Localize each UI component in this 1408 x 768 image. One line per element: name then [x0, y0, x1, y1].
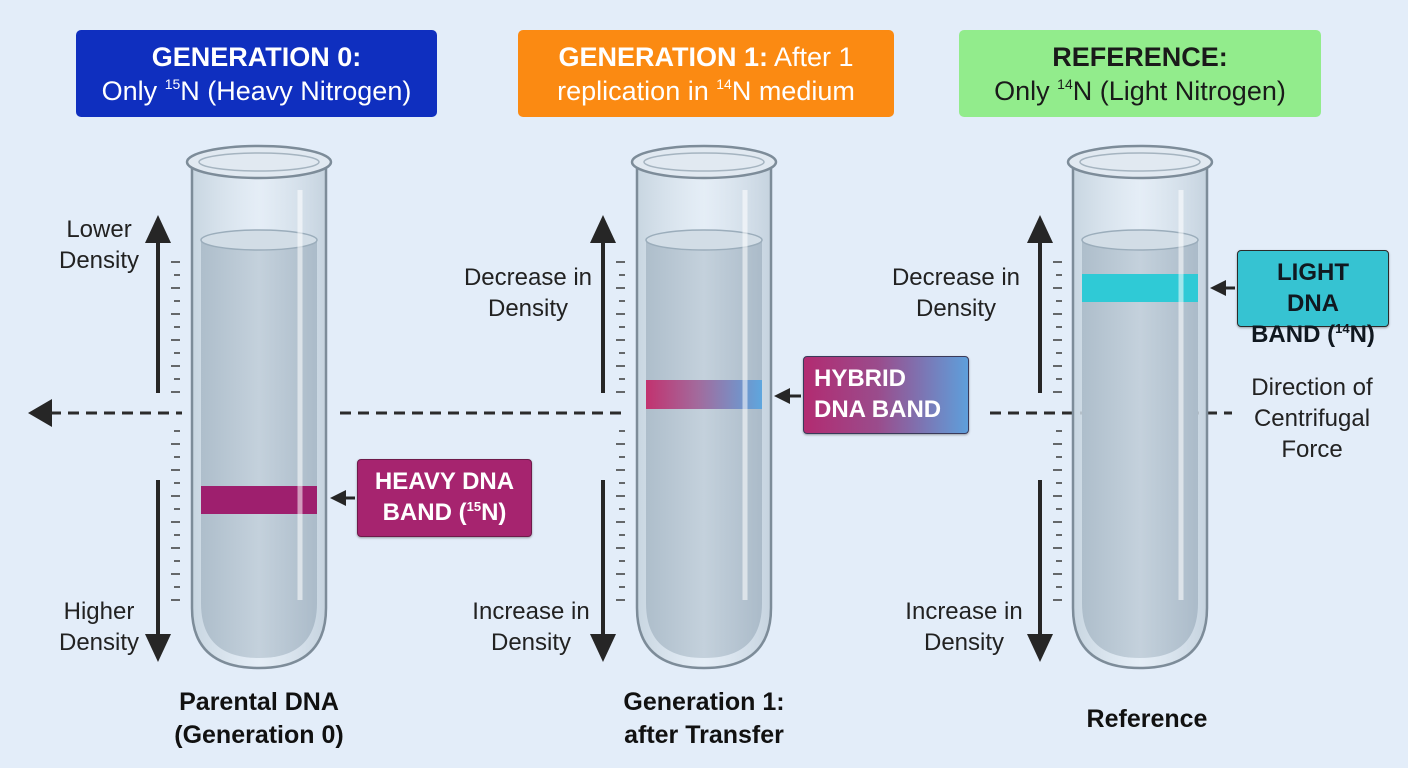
increase-density-label-reference: Increase in Density — [888, 596, 1040, 658]
label-line: after Transfer — [624, 721, 784, 749]
arrow-up-icon — [590, 215, 616, 243]
label-line: Increase in — [905, 598, 1023, 625]
callout-line: HEAVY DNA — [374, 468, 515, 495]
label-line: Reference — [1086, 705, 1208, 733]
label-line: Force — [1281, 436, 1343, 463]
arrow-head-left-icon — [28, 399, 52, 427]
header-gen1-text-rest: N medium — [731, 76, 855, 106]
label-line: Density — [490, 629, 572, 656]
heavy-dna-band-callout: HEAVY DNA BAND (15N) — [357, 459, 532, 537]
higher-density-label: Higher Density — [40, 596, 158, 658]
isotope-superscript: 14 — [1057, 76, 1073, 92]
header-gen0-text-rest: N (Heavy Nitrogen) — [180, 76, 412, 106]
arrow-down-icon — [1027, 634, 1053, 662]
header-ref-title: REFERENCE: — [1052, 42, 1228, 72]
header-gen1-title-rest: After 1 — [767, 42, 854, 72]
centrifugal-force-label: Direction of Centrifugal Force — [1232, 372, 1392, 465]
callout-line-end: N) — [1349, 321, 1375, 348]
callout-line: LIGHT DNA — [1277, 259, 1349, 317]
test-tube-generation-0 — [185, 144, 333, 670]
test-tube-reference — [1066, 144, 1214, 670]
callout-line: DNA BAND — [814, 396, 942, 423]
decrease-density-label-reference: Decrease in Density — [878, 262, 1034, 324]
header-gen0-title: GENERATION 0: — [151, 42, 362, 72]
label-line: Density — [923, 629, 1005, 656]
header-generation-1: GENERATION 1: After 1 replication in 14N… — [518, 30, 894, 117]
test-tube-generation-1 — [630, 144, 778, 670]
callout-pointers — [330, 280, 1235, 506]
light-dna-band-callout: LIGHT DNA BAND (14N) — [1237, 250, 1389, 348]
lower-density-label: Lower Density — [40, 214, 158, 276]
isotope-superscript: 15 — [466, 499, 482, 514]
parental-dna-label: Parental DNA (Generation 0) — [139, 686, 379, 752]
generation-1-label: Generation 1: after Transfer — [584, 686, 824, 752]
label-line: Increase in — [472, 598, 590, 625]
header-gen1-text: replication in — [557, 76, 717, 106]
arrow-down-icon — [590, 634, 616, 662]
pointer-arrow-icon — [1210, 280, 1226, 296]
pointer-arrow-icon — [774, 388, 790, 404]
hybrid-dna-band-callout: HYBRID DNA BAND — [803, 356, 969, 434]
density-scale-gen0 — [171, 261, 180, 601]
arrow-up-icon — [145, 215, 171, 243]
callout-line-end: N) — [481, 499, 507, 526]
header-gen1-title: GENERATION 1: — [558, 42, 768, 72]
label-line: Direction of — [1251, 374, 1373, 401]
label-line: Decrease in — [463, 264, 593, 291]
callout-line: BAND ( — [382, 499, 467, 526]
callout-line: BAND ( — [1251, 321, 1336, 348]
density-arrows — [145, 215, 1053, 662]
density-scale-reference — [1053, 261, 1062, 601]
label-line: Centrifugal — [1253, 405, 1371, 432]
label-line: Generation 1: — [623, 688, 785, 716]
header-ref-text-rest: N (Light Nitrogen) — [1072, 76, 1286, 106]
pointer-arrow-icon — [330, 490, 346, 506]
label-line: Higher — [63, 598, 135, 625]
callout-line: HYBRID — [814, 365, 907, 392]
header-generation-0: GENERATION 0: Only 15N (Heavy Nitrogen) — [76, 30, 437, 117]
label-line: Density — [58, 247, 140, 274]
label-line: Lower — [66, 216, 132, 243]
label-line: Density — [915, 295, 997, 322]
decrease-density-label-gen1: Decrease in Density — [450, 262, 606, 324]
label-line: Decrease in — [891, 264, 1021, 291]
isotope-superscript: 14 — [716, 76, 732, 92]
label-line: Parental DNA — [179, 688, 339, 716]
arrow-up-icon — [1027, 215, 1053, 243]
header-gen0-text: Only — [101, 76, 165, 106]
header-ref-text: Only — [994, 76, 1058, 106]
isotope-superscript: 14 — [1335, 321, 1350, 336]
increase-density-label-gen1: Increase in Density — [455, 596, 607, 658]
label-line: (Generation 0) — [174, 721, 344, 749]
header-reference: REFERENCE: Only 14N (Light Nitrogen) — [959, 30, 1321, 117]
label-line: Density — [58, 629, 140, 656]
label-line: Density — [487, 295, 569, 322]
isotope-superscript: 15 — [164, 76, 181, 92]
reference-label: Reference — [1027, 703, 1267, 736]
arrow-down-icon — [145, 634, 171, 662]
density-scale-gen1 — [616, 261, 625, 601]
